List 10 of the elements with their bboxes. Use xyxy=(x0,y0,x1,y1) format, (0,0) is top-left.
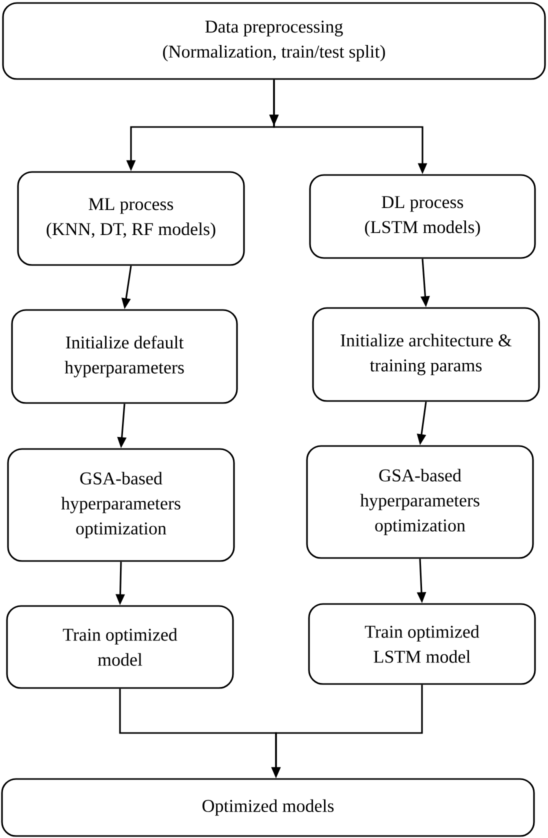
process-box: GSA-based hyperparameters optimization xyxy=(7,448,235,562)
process-box: Initialize architecture & training params xyxy=(312,307,540,402)
process-box: ML process (KNN, DT, RF models) xyxy=(17,171,245,266)
process-box: Train optimized LSTM model xyxy=(308,603,536,685)
process-box: Train optimized model xyxy=(6,605,234,689)
result-box: Optimized models xyxy=(1,778,535,837)
process-box: Initialize default hyperparameters xyxy=(11,309,238,404)
process-box: DL process (LSTM models) xyxy=(309,174,536,259)
process-box: Data preprocessing (Normalization, train/test split) xyxy=(2,2,546,80)
process-box: GSA-based hyperparameters optimization xyxy=(306,445,534,559)
